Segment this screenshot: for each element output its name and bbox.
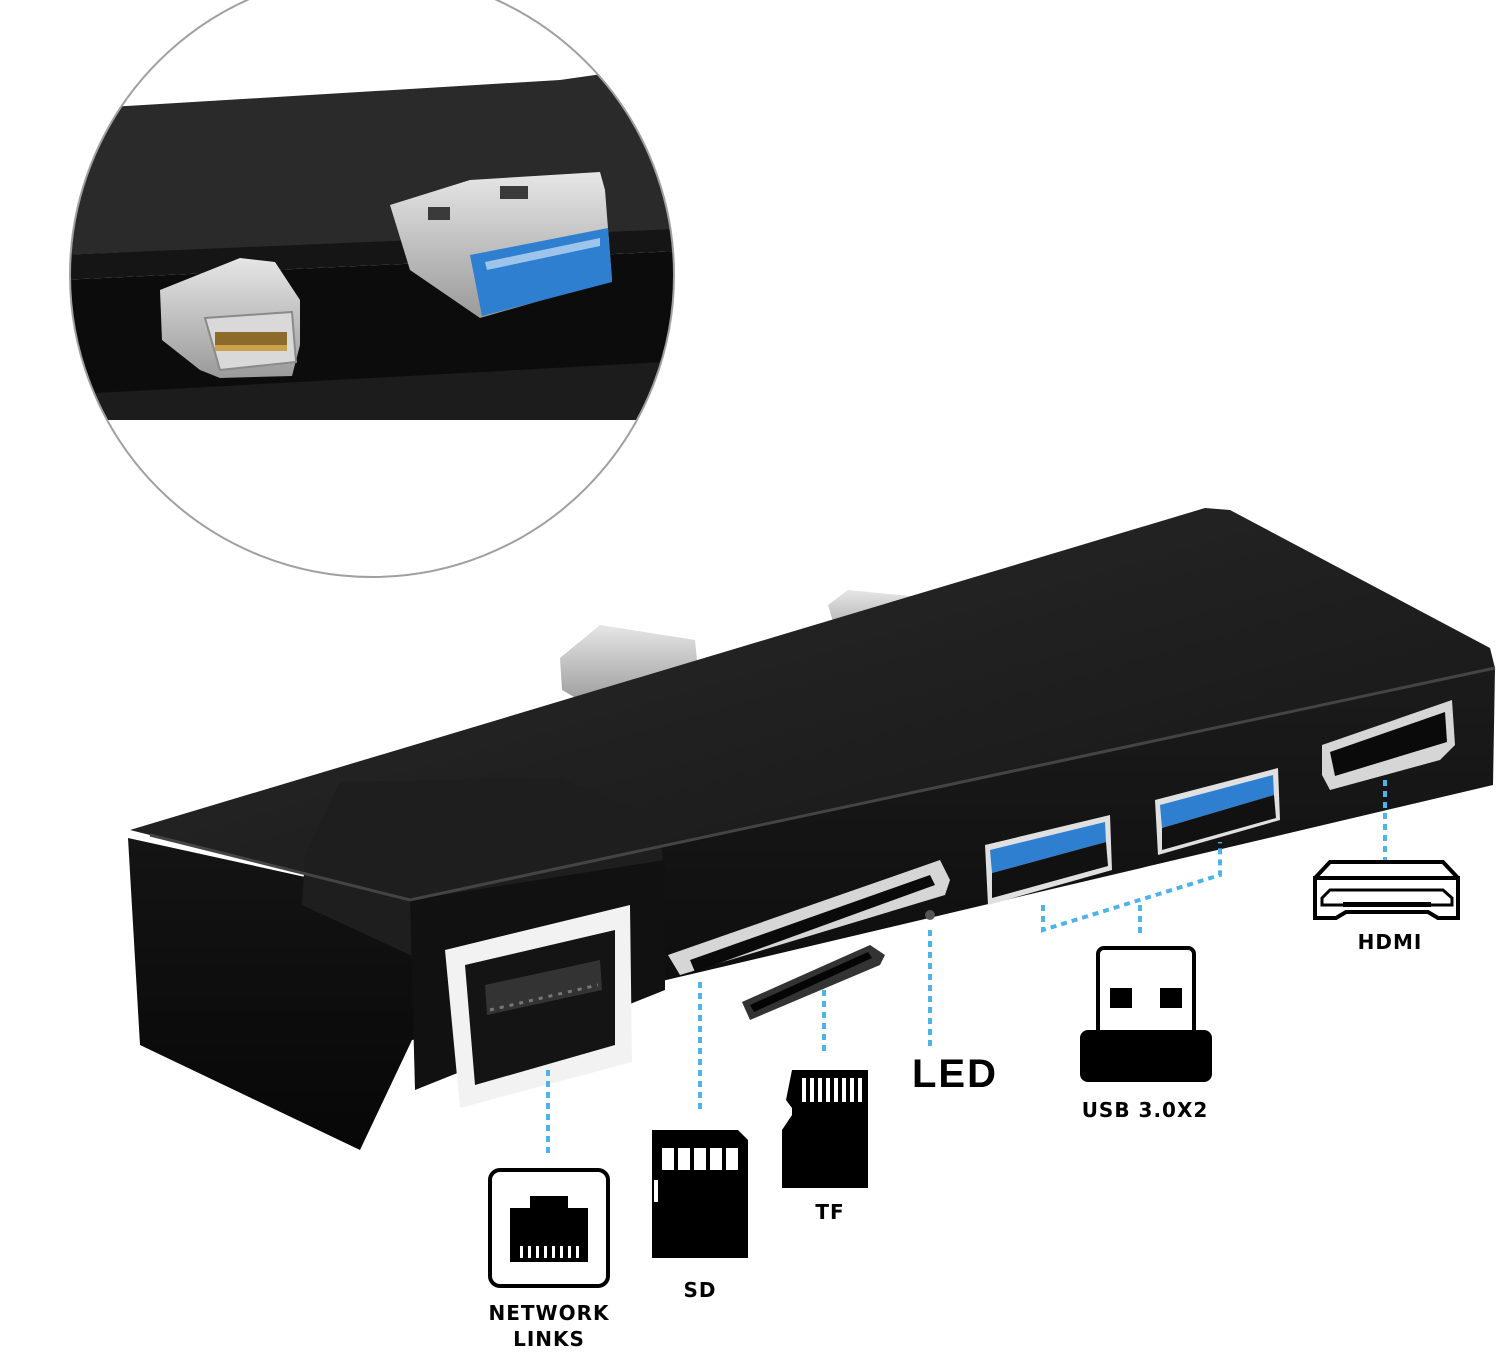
usb-hub-body [128,508,1496,1150]
connector-closeup [69,0,675,578]
usb-port-2 [1155,768,1280,855]
led-indicator [925,910,935,920]
ethernet-port-icon [488,1168,610,1288]
micro-sd-card-icon [782,1070,868,1188]
usb-label: USB 3.0X2 [1081,1098,1209,1122]
tf-label: TF [815,1200,845,1224]
sd-slot [668,860,950,975]
led-label: LED [912,1052,998,1096]
tf-slot [742,945,885,1020]
usb-plug-icon [1080,946,1212,1082]
hdmi-port-icon [1313,860,1460,920]
mini-displayport-plug [160,258,300,378]
ethernet-port [445,905,632,1108]
usb-port-1 [985,815,1112,905]
callout-lines [546,780,1387,1158]
hdmi-port [1322,700,1455,790]
sd-card-icon [652,1130,748,1258]
network-label: NETWORK LINKS [474,1300,624,1352]
hdmi-label: HDMI [1357,930,1423,954]
sd-label: SD [683,1278,717,1302]
network-label-line2: LINKS [513,1327,585,1351]
usb-a-plug [390,172,612,318]
network-label-line1: NETWORK [488,1301,610,1325]
